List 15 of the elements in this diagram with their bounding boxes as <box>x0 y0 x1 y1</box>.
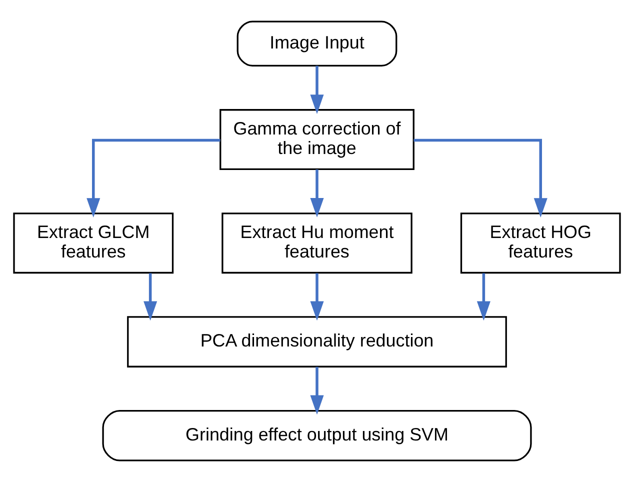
arrow <box>144 272 158 320</box>
node-box: PCA dimensionality reduction <box>127 316 507 367</box>
arrow <box>310 168 324 217</box>
arrow <box>414 138 548 217</box>
arrow <box>86 138 220 217</box>
node-box: Grinding effect output using SVM <box>102 409 532 461</box>
arrow <box>310 366 324 414</box>
node-box: Extract HOG features <box>460 212 621 274</box>
node-box: Image Input <box>236 20 398 66</box>
node-box: Extract GLCM features <box>13 212 174 274</box>
arrow <box>310 272 324 320</box>
node-box: Gamma correction of the image <box>220 108 414 170</box>
arrow <box>310 65 324 114</box>
arrow <box>476 272 490 320</box>
node-box: Extract Hu moment features <box>222 212 412 274</box>
